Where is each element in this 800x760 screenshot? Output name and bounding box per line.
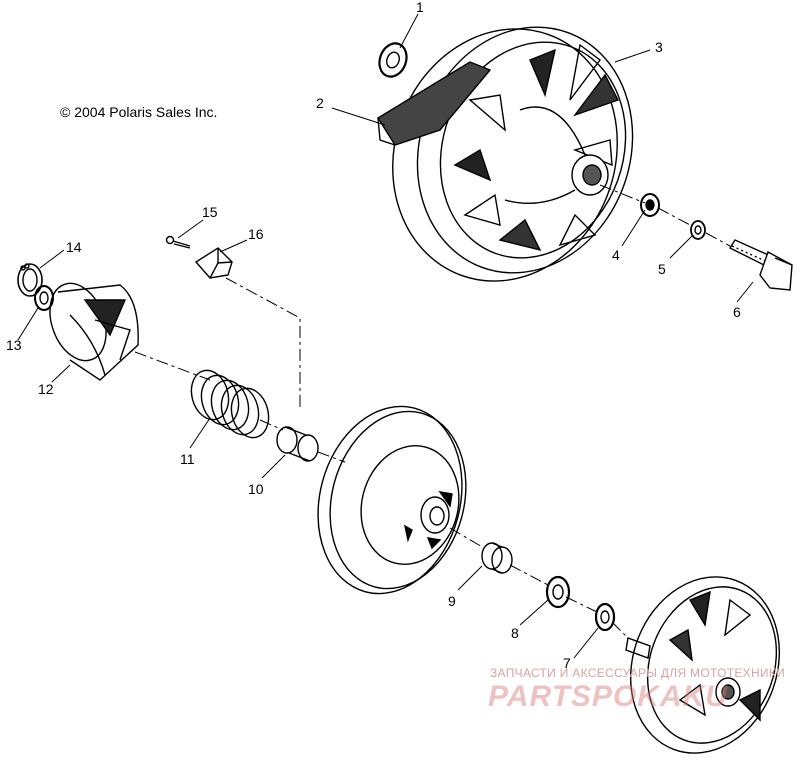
leader-1 (399, 13, 419, 49)
callout-14: 14 (66, 239, 82, 255)
leader-4 (621, 209, 646, 247)
leader-9 (457, 565, 483, 591)
part-15-screw (165, 235, 191, 249)
callout-13: 13 (6, 337, 22, 353)
callout-2: 2 (316, 95, 324, 111)
leader-8 (519, 599, 549, 626)
leader-16 (219, 239, 248, 253)
leader-14 (39, 249, 65, 269)
leader-15 (177, 219, 204, 239)
moveable-sheave (317, 405, 467, 595)
leader-13 (17, 307, 39, 341)
stationary-sheave-bottom (625, 576, 781, 754)
callout-16: 16 (248, 226, 264, 242)
callout-6: 6 (733, 304, 741, 320)
watermark-subtitle: ЗАПЧАСТИ И АКСЕССУАРЫ ДЛЯ МОТОТЕХНИКИ (490, 666, 786, 680)
callout-11: 11 (180, 451, 195, 467)
part-11-spring (190, 369, 270, 439)
part-12-cam (49, 282, 139, 381)
part-4-washer (640, 193, 660, 217)
callout-4: 4 (612, 247, 620, 263)
part-1-washer (378, 42, 408, 78)
part-6-bolt (728, 239, 793, 291)
part-3-fixed-sheave (392, 26, 634, 282)
leader-12 (51, 364, 71, 383)
callout-7: 7 (563, 655, 571, 671)
part-9-bushing (481, 542, 513, 574)
callout-10: 10 (248, 481, 264, 497)
leader-5 (669, 235, 693, 259)
leader-2 (331, 107, 386, 126)
callout-3: 3 (655, 39, 663, 55)
copyright-notice: © 2004 Polaris Sales Inc. (60, 104, 218, 120)
leader-11 (189, 417, 211, 449)
leader-6 (736, 281, 754, 303)
callout-5: 5 (658, 261, 666, 277)
leader-10 (261, 454, 286, 479)
callout-15: 15 (202, 204, 218, 220)
watermark-brand: PARTSPOKAKU (488, 680, 728, 713)
leader-3 (614, 49, 651, 63)
part-10-bushing (276, 426, 319, 462)
part-14-snap-ring (17, 263, 43, 297)
callout-9: 9 (448, 593, 456, 609)
part-13-washer (34, 285, 54, 311)
callout-12: 12 (38, 381, 54, 397)
part-8-washer (545, 575, 571, 609)
part-2-block (377, 61, 492, 146)
part-7-washer (594, 602, 616, 632)
callout-8: 8 (511, 625, 519, 641)
part-5-washer (690, 220, 706, 240)
leader-7 (573, 627, 599, 659)
callout-1: 1 (416, 0, 424, 15)
part-16-button (194, 247, 233, 279)
